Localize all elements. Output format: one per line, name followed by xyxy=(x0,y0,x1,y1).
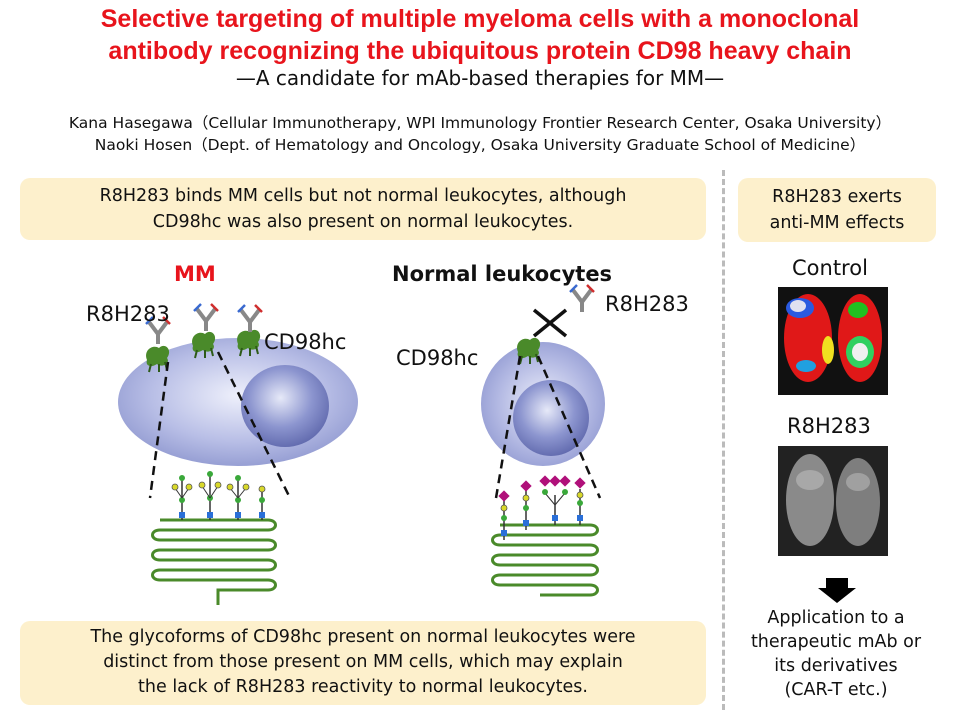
anti-mm-line-1: R8H283 exerts xyxy=(772,187,902,207)
glycoform-line-2: distinct from those present on MM cells,… xyxy=(103,652,623,672)
leukocyte-zoom-line-left xyxy=(494,355,522,499)
author-1: Kana Hasegawa（Cellular Immunotherapy, WP… xyxy=(68,114,892,132)
mm-zoom-line-left xyxy=(148,361,170,499)
application-line-1: Application to a xyxy=(767,608,905,628)
leukocyte-antibody-label: R8H283 xyxy=(605,292,689,316)
binding-summary-box: R8H283 binds MM cells but not normal leu… xyxy=(20,178,706,240)
control-label: Control xyxy=(792,256,868,280)
title-line-2: antibody recognizing the ubiquitous prot… xyxy=(108,37,852,65)
anti-mm-effects-box: R8H283 exerts anti-MM effects xyxy=(738,178,936,242)
leukocyte-zoom-line-right xyxy=(536,355,602,499)
mm-cd98hc-label: CD98hc xyxy=(264,330,347,354)
leukocyte-cd98hc-chain xyxy=(491,523,599,597)
normal-leukocytes-label: Normal leukocytes xyxy=(392,262,613,286)
unbound-antibody xyxy=(568,283,596,314)
mm-antibody-3 xyxy=(236,303,264,334)
title-line-1: Selective targeting of multiple myeloma … xyxy=(100,5,860,33)
glycoform-summary-box: The glycoforms of CD98hc present on norm… xyxy=(20,621,706,705)
leukocyte-glycans xyxy=(498,475,586,540)
anti-mm-line-2: anti-MM effects xyxy=(769,213,905,233)
panel-divider xyxy=(722,170,725,710)
mm-cd98hc-chain xyxy=(151,518,277,605)
leukocyte-cd98hc-label: CD98hc xyxy=(396,346,479,370)
application-line-2: therapeutic mAb or xyxy=(750,632,922,652)
leukocyte-nucleus xyxy=(513,380,589,456)
glycoform-line-3: the lack of R8H283 reactivity to normal … xyxy=(138,677,588,697)
subtitle: —A candidate for mAb-based therapies for… xyxy=(235,66,725,90)
glycoform-line-1: The glycoforms of CD98hc present on norm… xyxy=(90,627,636,647)
mm-zoom-line-right xyxy=(216,351,292,499)
mm-antibody-2 xyxy=(192,302,220,333)
author-2: Naoki Hosen（Dept. of Hematology and Onco… xyxy=(94,136,866,154)
mm-glycans xyxy=(171,471,266,520)
application-line-3: its derivatives xyxy=(774,656,898,676)
binding-summary-line-2: CD98hc was also present on normal leukoc… xyxy=(152,212,574,232)
application-line-4: (CAR-T etc.) xyxy=(784,680,888,700)
binding-summary-line-1: R8H283 binds MM cells but not normal leu… xyxy=(99,186,627,206)
mm-antibody-label: R8H283 xyxy=(86,302,170,326)
mm-label: MM xyxy=(174,262,216,286)
down-arrow-icon xyxy=(818,578,856,603)
treated-label: R8H283 xyxy=(787,414,871,438)
application-text: Application to a therapeutic mAb or its … xyxy=(730,606,942,702)
control-imaging xyxy=(778,287,888,395)
treated-imaging xyxy=(778,446,888,556)
mm-cell-nucleus xyxy=(241,365,329,447)
